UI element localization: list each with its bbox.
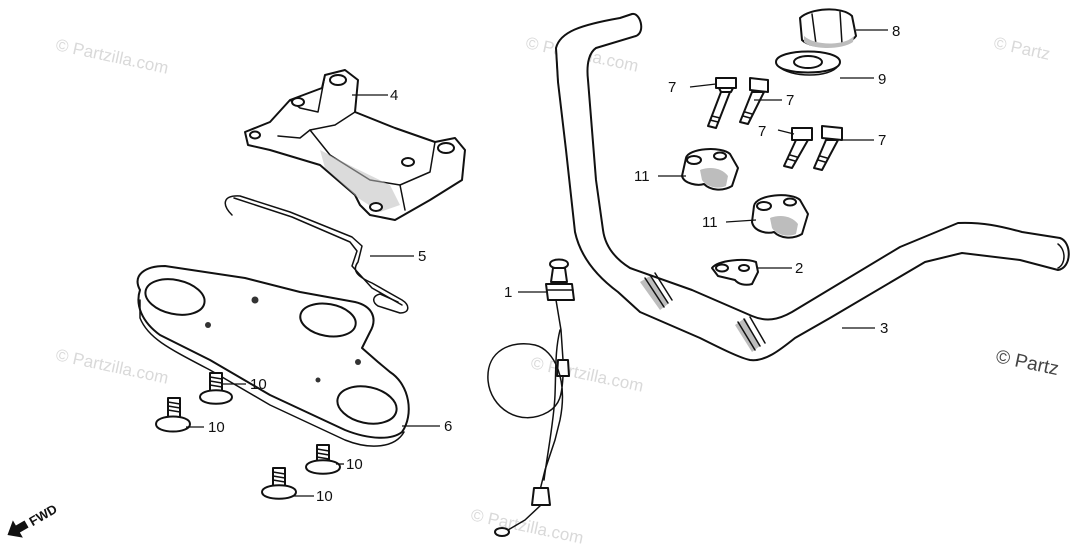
bolt-7b [739,77,769,125]
holder-bracket-part [244,69,466,221]
callout-7-d: 7 [878,132,886,149]
top-bridge-part [136,265,410,447]
watermark-bottom: © Partzilla.com [469,505,585,547]
fwd-arrow: FWD [7,501,60,538]
callout-10-a: 10 [250,376,267,393]
upper-holder-11a [681,148,739,191]
callout-2: 2 [795,260,803,277]
cap-nut-part [799,8,857,48]
watermark-top-right: © Partz [992,33,1052,63]
wire-clamp-part [224,195,409,314]
fwd-label: FWD [27,501,60,529]
bolt-7d [813,125,843,171]
watermark-right-edge: © Partz [994,346,1061,380]
callout-10-d: 10 [316,488,333,505]
callout-7-a: 7 [668,79,676,96]
bolts-7 [707,77,843,171]
bolt-10a [199,372,233,405]
leader-lines [186,29,888,497]
callout-6: 6 [444,418,452,435]
callout-7-c: 7 [758,123,766,140]
callout-3: 3 [880,320,888,337]
watermark-mid-center: © Partzilla.com [529,353,645,395]
upper-holder-11b [751,194,809,239]
handlebar-part [555,12,1070,362]
bolt-10c [305,444,341,475]
bolt-7c [783,127,813,169]
callout-11-a: 11 [634,168,650,185]
upper-holders-11 [681,148,809,239]
callout-7-b: 7 [786,92,794,109]
choke-cable-part [487,258,575,537]
callout-9: 9 [878,71,886,88]
bolt-7a [707,77,737,129]
callout-10-c: 10 [346,456,363,473]
callout-labels: 1 2 3 4 5 6 7 7 7 7 8 9 10 10 10 10 11 1… [208,23,900,505]
watermark-mid-left: © Partzilla.com [54,345,170,387]
callout-11-b: 11 [702,214,718,231]
washer-part [775,50,841,76]
callout-10-b: 10 [208,419,225,436]
callout-4: 4 [390,87,398,104]
callout-1: 1 [504,284,512,301]
arrow-left-icon [7,520,29,538]
watermark-top-left: © Partzilla.com [54,35,170,77]
bolt-10b [155,397,191,433]
callout-8: 8 [892,23,900,40]
bolts-10 [155,372,341,500]
clamp-part [711,259,759,286]
bolt-10d [261,467,297,500]
callout-5: 5 [418,248,426,265]
